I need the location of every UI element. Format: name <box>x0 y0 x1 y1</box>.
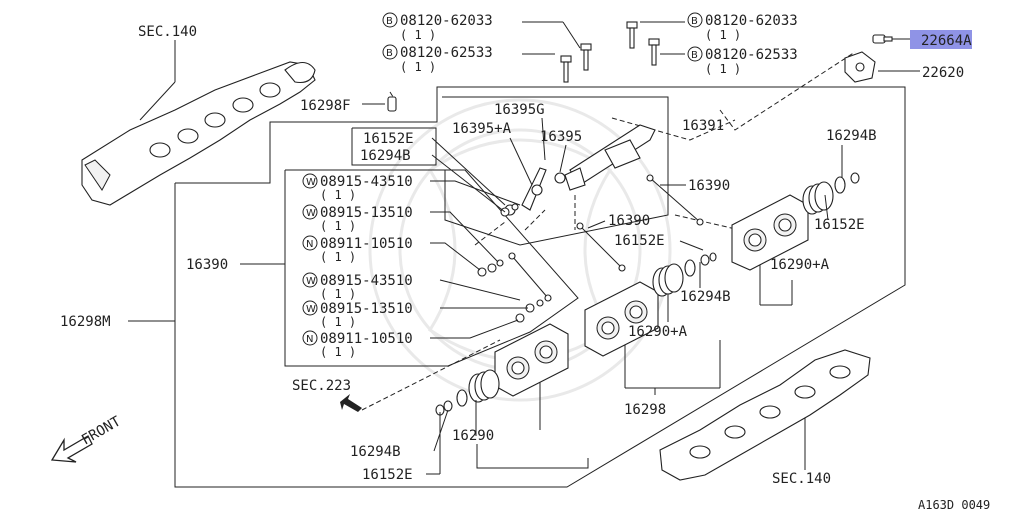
part-16390-middle-label[interactable]: 16390 <box>608 213 650 229</box>
intake-manifold-bottom[interactable] <box>659 349 871 481</box>
part-16152E-bottom-label[interactable]: 16152E <box>362 467 413 483</box>
bolt-callout-4[interactable]: B 08120-62533 ( 1 ) <box>687 46 798 76</box>
lever-16395[interactable] <box>504 167 566 216</box>
bolt-4-qty: ( 1 ) <box>705 62 741 76</box>
part-16298-label[interactable]: 16298 <box>624 402 666 418</box>
spring-middle[interactable] <box>652 252 717 297</box>
part-22620-label[interactable]: 22620 <box>922 65 964 81</box>
fastener-3-number: 08911-10510 <box>320 236 413 252</box>
fastener-callout-2[interactable]: W 08915-13510 ( 1 ) <box>302 204 499 263</box>
fastener-2-qty: ( 1 ) <box>320 219 356 233</box>
sec223-arrow <box>340 394 362 412</box>
throttle-body-middle[interactable] <box>584 281 659 357</box>
bolt-3-prefix: B <box>691 16 698 27</box>
intake-manifold-top[interactable] <box>81 61 316 206</box>
part-16152E-right-label[interactable]: 16152E <box>814 217 865 233</box>
bolt-4-number: 08120-62533 <box>705 47 798 63</box>
part-16290A-right-label[interactable]: 16290+A <box>770 257 830 273</box>
part-16298M-label[interactable]: 16298M <box>60 314 111 330</box>
rod-16390-left[interactable] <box>508 252 552 302</box>
part-22664A-label[interactable]: 22664A <box>921 33 972 49</box>
fastener-1-qty: ( 1 ) <box>320 188 356 202</box>
throttle-body-front[interactable] <box>494 323 569 397</box>
fastener-callout-5[interactable]: W 08915-13510 ( 1 ) <box>302 300 528 329</box>
part-16294B-right-label[interactable]: 16294B <box>826 128 877 144</box>
fastener-5-prefix: W <box>306 304 316 315</box>
bolt-group[interactable] <box>560 21 660 83</box>
bolt-3-number: 08120-62033 <box>705 13 798 29</box>
sensor-22620[interactable] <box>844 51 876 83</box>
fastener-4-prefix: W <box>306 276 316 287</box>
part-16395A-label[interactable]: 16395+A <box>452 121 512 137</box>
part-16390-left-label[interactable]: 16390 <box>186 257 228 273</box>
part-16294B-top-label[interactable]: 16294B <box>360 148 411 164</box>
fastener-callout-3[interactable]: N 08911-10510 ( 1 ) <box>302 235 481 271</box>
part-16390-right-label[interactable]: 16390 <box>688 178 730 194</box>
part-16152E-top-label[interactable]: 16152E <box>363 131 414 147</box>
highlight-box <box>910 30 972 49</box>
part-16391-label[interactable]: 16391 <box>682 118 724 134</box>
fastener-6-prefix: N <box>306 334 313 345</box>
fastener-3-qty: ( 1 ) <box>320 250 356 264</box>
fastener-1-prefix: W <box>306 177 316 188</box>
bolt-2-qty: ( 1 ) <box>400 60 436 74</box>
bolt-1-qty: ( 1 ) <box>400 28 436 42</box>
pin-16298F[interactable] <box>387 96 397 112</box>
bolt-2-number: 08120-62533 <box>400 45 493 61</box>
fastener-6-qty: ( 1 ) <box>320 345 356 359</box>
bolt-callout-1[interactable]: B 08120-62033 ( 1 ) <box>382 12 493 42</box>
front-arrow-icon <box>50 435 93 463</box>
fastener-5-number: 08915-13510 <box>320 301 413 317</box>
bolt-callout-2[interactable]: B 08120-62533 ( 1 ) <box>382 44 493 74</box>
bolt-3-qty: ( 1 ) <box>705 28 741 42</box>
fastener-3-prefix: N <box>306 239 313 250</box>
part-16298F-label[interactable]: 16298F <box>300 98 351 114</box>
bolt-callout-3[interactable]: B 08120-62033 ( 1 ) <box>687 12 798 42</box>
sec-223-label[interactable]: SEC.223 <box>292 378 351 394</box>
throttle-body-rear[interactable] <box>731 194 809 271</box>
fastener-callout-1[interactable]: W 08915-43510 ( 1 ) <box>302 173 521 206</box>
fastener-4-qty: ( 1 ) <box>320 287 356 301</box>
part-16294B-bottom-label[interactable]: 16294B <box>350 444 401 460</box>
fastener-2-number: 08915-13510 <box>320 205 413 221</box>
diagram-id: A163D 0049 <box>918 498 990 511</box>
bolt-2-prefix: B <box>386 48 393 59</box>
label-leaders <box>426 117 843 475</box>
rod-16390-right[interactable] <box>646 174 704 226</box>
fastener-6-number: 08911-10510 <box>320 331 413 347</box>
part-16152E-middle-label[interactable]: 16152E <box>614 233 665 249</box>
washer-nut-cluster[interactable] <box>477 259 544 323</box>
spring-right[interactable] <box>802 172 860 215</box>
bolt-4-prefix: B <box>691 50 698 61</box>
spring-front[interactable] <box>435 369 500 416</box>
fastener-5-qty: ( 1 ) <box>320 315 356 329</box>
fastener-1-number: 08915-43510 <box>320 174 413 190</box>
part-16395G-label[interactable]: 16395G <box>494 102 545 118</box>
sec-140-bottom-label[interactable]: SEC.140 <box>772 471 831 487</box>
fastener-callout-4[interactable]: W 08915-43510 ( 1 ) <box>302 272 521 301</box>
fastener-4-number: 08915-43510 <box>320 273 413 289</box>
part-16290-label[interactable]: 16290 <box>452 428 494 444</box>
rod-16390-mid[interactable] <box>576 222 626 272</box>
sec-140-top-label[interactable]: SEC.140 <box>138 24 197 40</box>
fastener-2-prefix: W <box>306 208 316 219</box>
bolt-22664A[interactable] <box>872 34 893 44</box>
bolt-1-prefix: B <box>386 16 393 27</box>
part-16294B-middle-label[interactable]: 16294B <box>680 289 731 305</box>
part-16290A-middle-label[interactable]: 16290+A <box>628 324 688 340</box>
part-16395-label[interactable]: 16395 <box>540 129 582 145</box>
front-label: FRONT <box>79 413 124 448</box>
linkage-16391[interactable] <box>564 124 656 191</box>
bolt-1-number: 08120-62033 <box>400 13 493 29</box>
fastener-callout-6[interactable]: N 08911-10510 ( 1 ) <box>302 319 519 359</box>
